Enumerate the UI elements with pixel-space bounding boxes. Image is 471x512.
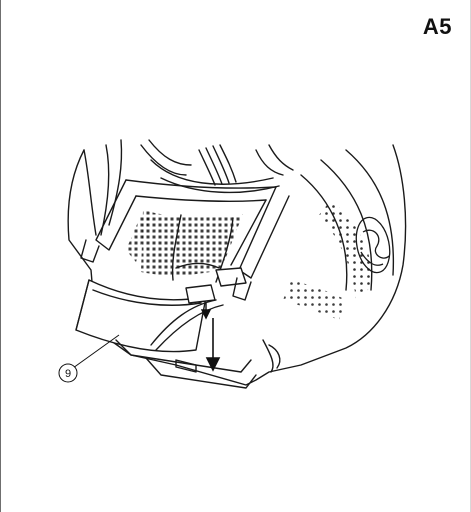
right-body-3 [345, 149, 395, 276]
callout-9: 9 [58, 334, 120, 383]
callout-circle [58, 363, 78, 383]
down-arrow-2 [200, 303, 212, 320]
housing-outline [67, 144, 407, 386]
tray-frame-left [95, 179, 137, 251]
vent-grille-center [141, 210, 243, 276]
cable-bundle-3 [212, 145, 230, 184]
lower-tray [115, 339, 252, 373]
wire [150, 299, 217, 346]
right-foot [262, 339, 274, 373]
cover-flap-edge [75, 279, 90, 331]
cable-bundle-2 [205, 147, 223, 185]
side-emblem [355, 216, 391, 274]
callout-number: 9 [65, 368, 71, 380]
right-foot-2 [268, 344, 281, 369]
callout-leader [72, 334, 120, 369]
top-rim-2 [160, 177, 280, 194]
step-label: A5 [422, 14, 452, 39]
lower-tray-front [145, 357, 257, 389]
upper-arm-right [255, 149, 284, 176]
cable-bundle-1 [198, 149, 216, 186]
upper-arm-left [140, 144, 187, 176]
tray-frame-right [238, 186, 290, 279]
upper-arm-right-2 [268, 144, 294, 171]
clip-left [80, 239, 100, 263]
vent-grille-right-body [319, 200, 373, 300]
upper-arm-left-2 [148, 139, 192, 166]
left-handle-inner2 [108, 139, 123, 226]
clip-right [232, 277, 252, 301]
wire-2 [155, 304, 224, 351]
cable-bundle-4 [219, 144, 237, 183]
tray-frame-top [135, 195, 267, 202]
tray-frame-right-inner [230, 199, 267, 266]
vent-grille-lower-right [283, 280, 346, 320]
top-rim [150, 159, 274, 185]
down-arrow [205, 318, 221, 372]
vent-grille-left [126, 215, 151, 262]
connector-left [185, 284, 216, 304]
left-handle-outer [83, 149, 97, 236]
slot [175, 359, 197, 373]
tray-frame-top-outer [125, 179, 277, 189]
cover-flap-top-edge [92, 289, 202, 306]
connector-right [215, 267, 247, 287]
